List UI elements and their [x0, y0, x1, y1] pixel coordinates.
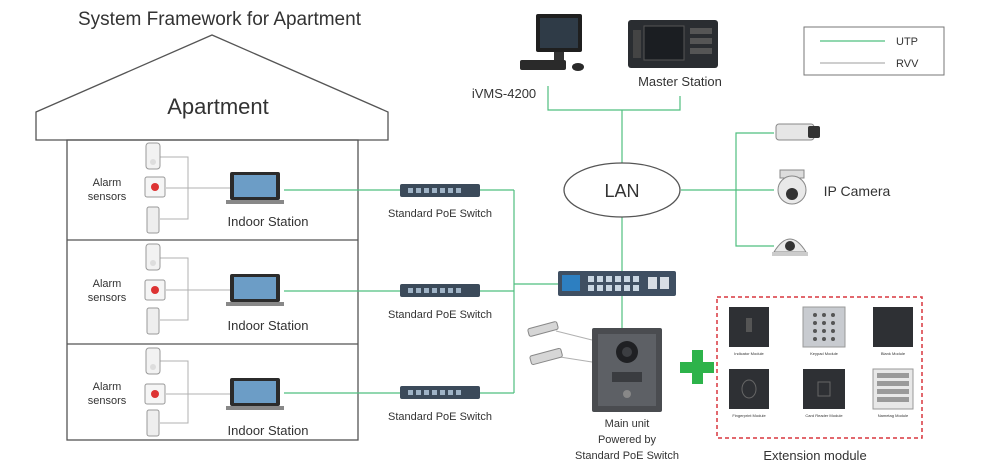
poe-switch-label: Standard PoE Switch [388, 411, 492, 423]
utp-connections [284, 86, 774, 394]
fingerprint-module-icon [729, 369, 769, 409]
alarm-sensors-label: sensors [88, 292, 127, 304]
computer-icon [520, 14, 584, 71]
module-caption: Nametag Module [878, 413, 909, 418]
building-floors [66, 139, 359, 441]
diagram-title: System Framework for Apartment [78, 9, 362, 30]
alarm-sensors-label: sensors [88, 191, 127, 203]
indoor-station-label: Indoor Station [228, 423, 309, 438]
legend-rvv-label: RVV [896, 58, 919, 70]
ptz-camera-icon [777, 169, 807, 205]
nametag-module-icon [872, 368, 914, 410]
master-station-icon [628, 20, 718, 68]
keypad-module-icon [802, 306, 846, 348]
panic-button-icon [144, 279, 166, 301]
card-reader-module-icon [803, 369, 845, 409]
dome-camera-icon [772, 238, 808, 256]
floor-2: Alarm sensors Indoor Station [88, 243, 309, 335]
module-caption: Indicator Module [734, 351, 764, 356]
building-label: Apartment [167, 94, 269, 119]
indoor-station-icon [226, 378, 284, 410]
indoor-station-label: Indoor Station [228, 318, 309, 333]
ip-camera-label: IP Camera [824, 183, 891, 199]
lan-label: LAN [604, 181, 639, 201]
indoor-station-label: Indoor Station [228, 214, 309, 229]
panic-button-icon [144, 176, 166, 198]
module-caption: Blank Module [881, 351, 906, 356]
floor-1: Alarm sensors Indoor Station [88, 142, 309, 234]
poe-switch-icon [400, 184, 480, 197]
legend-utp-label: UTP [896, 36, 918, 48]
module-caption: Fingerprint Module [732, 413, 766, 418]
building-roof: Apartment [35, 34, 389, 141]
door-contact-icon [146, 206, 160, 234]
pir-sensor-icon [145, 142, 161, 170]
core-poe-switch-icon [558, 271, 676, 296]
door-contact-icon [146, 307, 160, 335]
indicator-module-icon [729, 307, 769, 347]
poe-switch-icon [400, 284, 480, 297]
alarm-sensors-label: Alarm [93, 278, 122, 290]
blank-module-icon [873, 307, 913, 347]
panic-button-icon [144, 383, 166, 405]
master-station-label: Master Station [638, 74, 722, 89]
electric-lock-icon [527, 321, 559, 337]
floor-3: Alarm sensors Indoor Station [88, 347, 309, 438]
extension-module-group: Indicator Module Keypad Module Blank Mod… [716, 296, 923, 439]
main-unit-powered-label: Powered by [598, 434, 657, 446]
main-unit-power-source-label: Standard PoE Switch [575, 450, 679, 462]
poe-switch-label: Standard PoE Switch [388, 208, 492, 220]
bullet-camera-icon [775, 123, 820, 141]
lan-cloud: LAN [563, 162, 681, 218]
module-caption: Keypad Module [810, 351, 839, 356]
plus-icon [680, 350, 714, 384]
pir-sensor-icon [145, 347, 161, 375]
module-caption: Card Reader Module [805, 413, 843, 418]
rvv-connections [555, 330, 593, 363]
extension-module-label: Extension module [763, 448, 866, 463]
door-contact-icon [146, 409, 160, 437]
ivms-label: iVMS-4200 [472, 86, 536, 101]
indoor-station-icon [226, 274, 284, 306]
indoor-station-icon [226, 172, 284, 204]
poe-switch-icon [400, 386, 480, 399]
alarm-sensors-label: Alarm [93, 381, 122, 393]
alarm-sensors-label: Alarm [93, 177, 122, 189]
alarm-sensors-label: sensors [88, 395, 127, 407]
legend: UTP RVV [803, 26, 945, 76]
main-unit-icon [592, 328, 662, 412]
pir-sensor-icon [145, 243, 161, 271]
poe-switch-label: Standard PoE Switch [388, 309, 492, 321]
main-unit-label: Main unit [605, 418, 650, 430]
electric-lock-icon [529, 347, 563, 366]
